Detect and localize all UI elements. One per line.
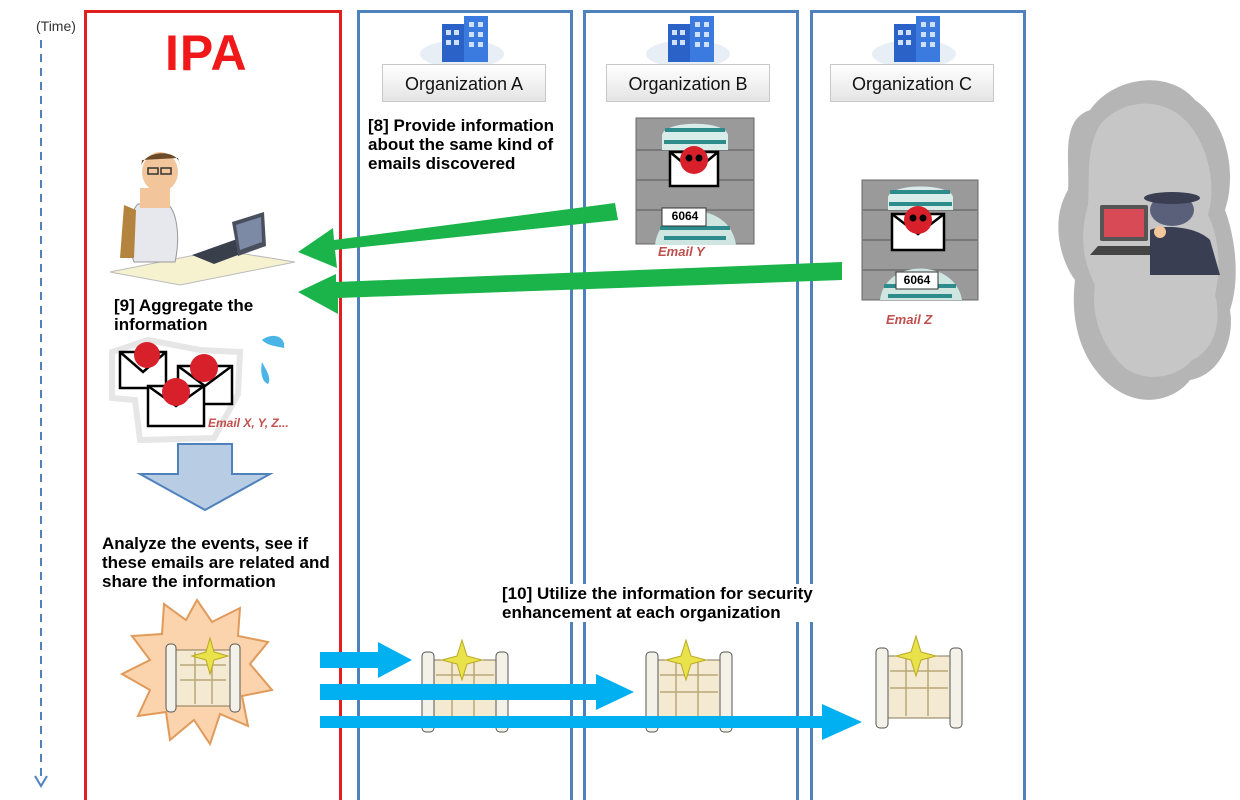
organization-c-lane (810, 10, 1026, 800)
analyze-text: Analyze the events, see if these emails … (102, 534, 330, 591)
time-axis-label: (Time) (36, 18, 76, 34)
organization-b-label: Organization B (606, 64, 770, 102)
hacker-icon (1090, 192, 1220, 275)
attacker-cloud (1058, 80, 1236, 400)
organization-b-lane (583, 10, 799, 800)
aggregate-emails-label: Email X, Y, Z... (208, 416, 289, 430)
prisoner-number-b: 6064 (671, 209, 699, 223)
ipa-logo: IPA (165, 25, 248, 81)
organization-c-label: Organization C (830, 64, 994, 102)
step-8-text: [8] Provide information about the same k… (368, 116, 564, 173)
ipa-lane (84, 10, 342, 800)
organization-a-lane (357, 10, 573, 800)
step-10-text: [10] Utilize the information for securit… (502, 584, 902, 622)
prisoner-number-c: 6064 (903, 273, 931, 287)
step-9-text: [9] Aggregate the information (114, 296, 254, 334)
organization-a-label: Organization A (382, 64, 546, 102)
email-z-label: Email Z (886, 312, 933, 327)
email-y-label: Email Y (658, 244, 705, 259)
